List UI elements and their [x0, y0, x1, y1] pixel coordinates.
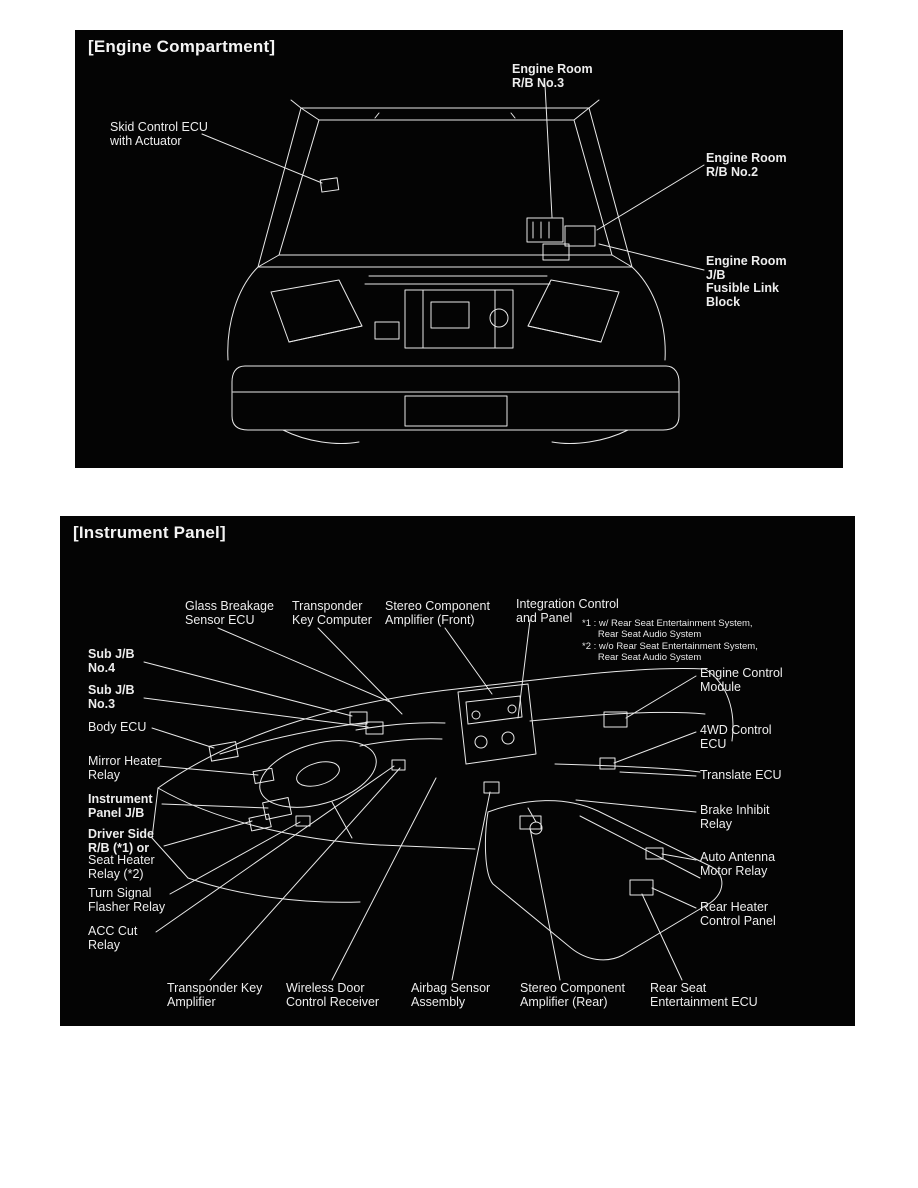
- label-rear-seat-entertainment-ecu: Rear Seat Entertainment ECU: [650, 981, 758, 1009]
- label-stereo-component-amplifier-rear: Stereo Component Amplifier (Rear): [520, 981, 625, 1009]
- component-markers: [208, 711, 664, 896]
- front-bumper: [231, 365, 680, 444]
- footnote-1: *1 : w/ Rear Seat Entertainment System, …: [582, 618, 753, 640]
- dashboard-body: [151, 668, 734, 903]
- footnote-2: *2 : w/o Rear Seat Entertainment System,…: [582, 641, 758, 663]
- label-brake-inhibit-relay: Brake Inhibit Relay: [700, 803, 770, 831]
- center-stack: [457, 683, 537, 765]
- label-rear-heater-control-panel: Rear Heater Control Panel: [700, 900, 776, 928]
- hood-open: [257, 99, 633, 268]
- component-markers: [319, 177, 596, 261]
- engine-compartment-title: [Engine Compartment]: [88, 37, 276, 56]
- label-driver-side-rb: Driver Side R/B (*1) or: [88, 827, 155, 855]
- leader-lines: [201, 84, 705, 271]
- label-stereo-component-amplifier-front: Stereo Component Amplifier (Front): [385, 599, 490, 627]
- label-mirror-heater-relay: Mirror Heater Relay: [88, 754, 162, 782]
- label-instrument-panel-jb: Instrument Panel J/B: [88, 792, 153, 820]
- label-acc-cut-relay: ACC Cut Relay: [88, 924, 138, 952]
- label-airbag-sensor-assembly: Airbag Sensor Assembly: [411, 981, 491, 1009]
- label-seat-heater-relay: Seat Heater Relay (*2): [88, 853, 155, 881]
- label-integration-control-and-panel: Integration Control and Panel: [516, 597, 619, 625]
- label-glass-breakage-sensor-ecu: Glass Breakage Sensor ECU: [185, 599, 274, 627]
- label-skid-control-ecu: Skid Control ECU with Actuator: [110, 120, 208, 148]
- label-transponder-key-amplifier: Transponder Key Amplifier: [167, 981, 263, 1009]
- steering-wheel: [259, 740, 377, 839]
- label-body-ecu: Body ECU: [88, 720, 147, 734]
- label-engine-room-rb-no2: Engine Room R/B No.2: [706, 151, 787, 179]
- label-4wd-control-ecu: 4WD Control ECU: [700, 723, 772, 751]
- label-engine-room-jb-fusible-link-block: Engine Room J/B Fusible Link Block: [706, 254, 787, 309]
- label-engine-room-rb-no3: Engine Room R/B No.3: [512, 62, 593, 90]
- label-engine-control-module: Engine Control Module: [700, 666, 783, 694]
- engine-compartment-panel: [Engine Compartment]: [75, 30, 843, 468]
- label-wireless-door-control-receiver: Wireless Door Control Receiver: [286, 981, 380, 1009]
- label-turn-signal-flasher-relay: Turn Signal Flasher Relay: [88, 886, 166, 914]
- label-sub-jb-no3: Sub J/B No.3: [88, 683, 135, 711]
- passenger-dash: [529, 711, 706, 773]
- engine-compartment-drawing: [201, 84, 705, 444]
- label-auto-antenna-motor-relay: Auto Antenna Motor Relay: [700, 850, 776, 878]
- label-sub-jb-no4: Sub J/B No.4: [88, 647, 135, 675]
- label-translate-ecu: Translate ECU: [700, 768, 782, 782]
- instrument-panel-panel: [Instrument Panel]: [60, 516, 855, 1026]
- front-body: [227, 266, 666, 361]
- label-transponder-key-computer: Transponder Key Computer: [292, 599, 372, 627]
- instrument-panel-title: [Instrument Panel]: [73, 523, 226, 542]
- leader-lines: [143, 619, 697, 981]
- instrument-panel-drawing: [143, 619, 734, 981]
- center-console: [484, 800, 723, 961]
